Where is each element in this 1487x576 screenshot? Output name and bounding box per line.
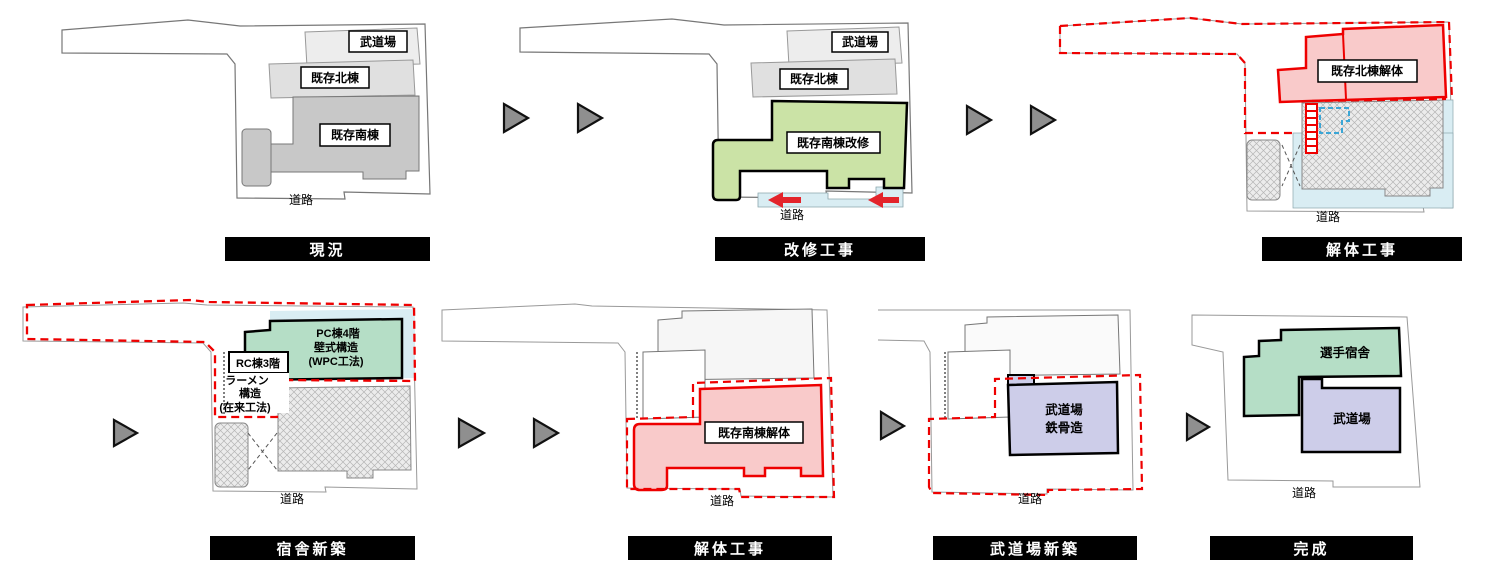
label-box-north-demolition [1317,59,1418,83]
phase-title-text: 完成 [1293,540,1330,558]
label-north: 既存北棟 [311,70,360,85]
phase-title-completed: 完成 [1210,536,1413,560]
building-budokan-final [1300,377,1402,454]
label-pc-line3: (WPC工法) [309,354,364,368]
arrow-right-icon [532,417,561,449]
building-rc-outline [642,349,706,420]
label-north: 既存北棟 [790,71,839,86]
phase-title-demolition-north: 解体工事 [1262,237,1462,261]
building-south-wing-hatched [214,422,249,488]
phase-arrows [112,102,1212,449]
building-athletes-dormitory [1242,326,1403,418]
phase-title-text: 現況 [309,241,346,259]
label-rc-line3: 構造 [239,386,262,400]
red-left-arrow-icon [868,192,899,208]
label-north-demolition: 既存北棟解体 [1331,63,1404,78]
label-pc-line1: PC棟4階 [316,326,359,340]
phase-title-text: 宿舎新築 [276,540,349,558]
water-area [270,309,415,378]
building-south-wing-hatched [1246,139,1281,201]
label-box-south [319,123,391,147]
label-road: 道路 [1292,485,1316,500]
phase-title-text: 武道場新築 [989,540,1080,558]
label-south-renovation: 既存南棟改修 [797,135,870,150]
label-box-budokan [831,31,889,53]
demolition-boundary-dashed [625,376,836,499]
phase-title-text: 改修工事 [783,241,856,259]
phase-title-renovation: 改修工事 [715,237,925,261]
label-rc-line4: (在来工法) [219,400,271,414]
arrow-right-icon [1029,104,1058,136]
label-south: 既存南棟 [331,127,380,142]
phase-title-demolition-south: 解体工事 [628,536,832,560]
label-box-north [779,68,849,90]
label-rc-line2: ラーメン [225,374,269,387]
label-budokan: 武道場 [1333,411,1371,426]
panel-completed: 選手宿舎 武道場 道路 [1191,314,1421,500]
label-budokan: 武道場 [842,34,878,49]
building-south-hatched [1301,99,1444,197]
arrow-right-icon [879,410,907,441]
arrow-right-icon [965,104,994,136]
building-south-wing [241,128,272,187]
dashed-connector [247,432,278,471]
phase-title-budokan-new-build: 武道場新築 [933,536,1137,560]
label-pc-line2: 壁式構造 [314,340,359,354]
label-box-south-renovation [786,131,881,154]
stair-strip [1305,103,1318,154]
building-budokan-new [1006,380,1120,457]
label-box-north [300,66,370,89]
label-box-south-demolition [704,421,804,444]
label-dormitory: 選手宿舎 [1320,345,1371,360]
label-road: 道路 [780,207,804,222]
arrow-right-icon [502,102,531,134]
construction-boundary-dashed [927,373,1144,497]
label-budokan-line1: 武道場 [1045,402,1083,417]
label-rc-line1: RC棟3階 [236,356,280,370]
construction-boundary-dashed [25,298,417,419]
label-road: 道路 [710,493,734,508]
stair-strip-rungs [1306,110,1317,147]
panel-dormitory-new-build: PC棟4階 壁式構造 (WPC工法) RC棟3階 ラーメン 構造 (在来工法) … [22,298,418,506]
panel-renovation: 武道場 既存北棟 既存南棟改修 道路 [519,18,913,222]
panel-budokan-new-build: 武道場 鉄骨造 道路 [877,309,1144,506]
label-road: 道路 [289,192,313,207]
red-left-arrow-icon [768,192,801,208]
label-road: 道路 [1316,209,1340,224]
panel-demolition-south: 既存南棟解体 道路 [441,303,836,508]
label-road: 道路 [280,491,304,506]
arrow-right-icon [457,417,487,449]
label-south-demolition: 既存南棟解体 [718,425,791,440]
phase-title-text: 解体工事 [693,540,766,558]
phase-title-text: 解体工事 [1325,241,1398,259]
building-south-hatched [277,385,412,479]
building-rc-outline [947,349,1011,420]
dashed-connector [1281,144,1301,187]
arrow-right-icon [576,102,605,134]
label-budokan: 武道場 [360,34,396,49]
demolition-boundary-dashed [1058,16,1454,135]
label-box-budokan [348,30,408,53]
label-road: 道路 [1018,491,1042,506]
arrow-right-icon [112,418,140,448]
site-outline [877,309,1134,495]
phase-title-dormitory-new-build: 宿舎新築 [210,536,415,560]
label-backing [225,373,289,413]
panel-demolition-north: 既存北棟解体 道路 [1058,16,1454,224]
panel-current-state: 武道場 既存北棟 既存南棟 道路 [61,19,431,207]
phase-title-current: 現況 [225,237,430,261]
arrow-right-icon [1185,412,1212,442]
label-budokan-line2: 鉄骨造 [1045,420,1083,435]
blue-dashed-outline [1319,107,1350,134]
